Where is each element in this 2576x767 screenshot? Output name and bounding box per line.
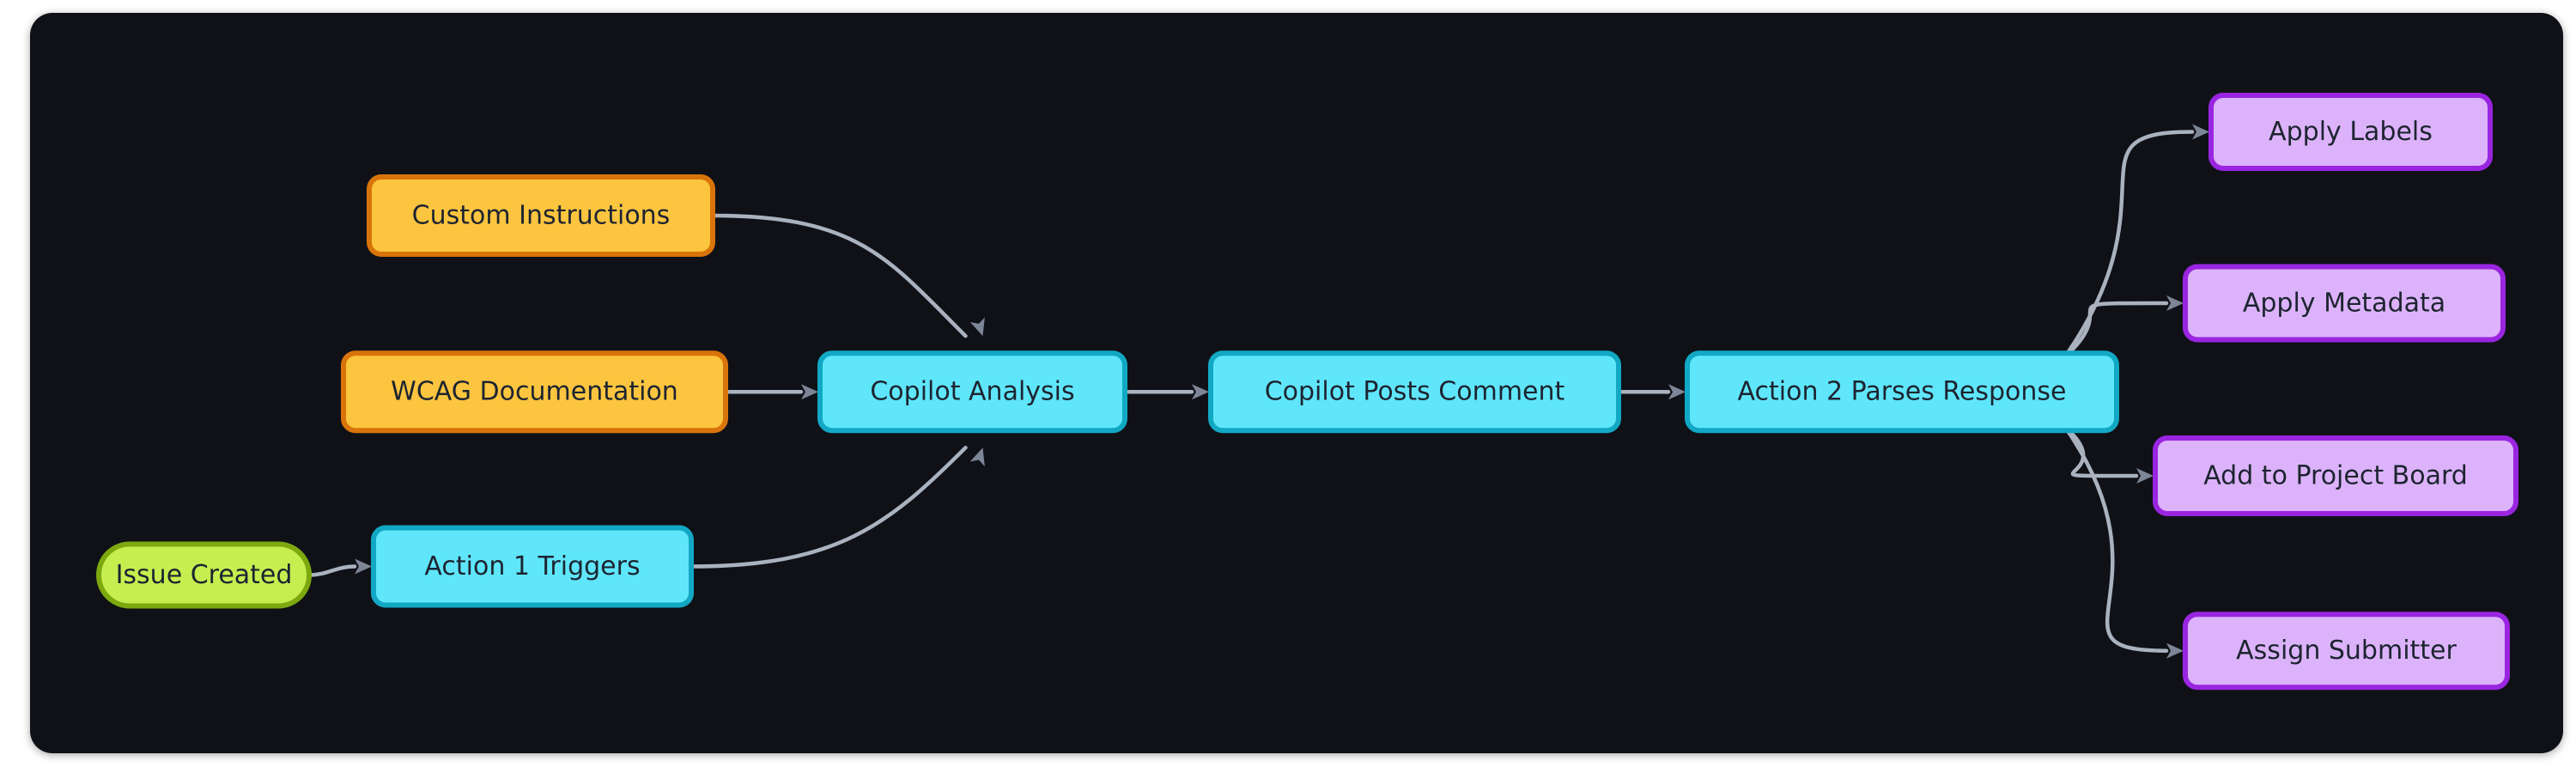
node-action1[interactable]: Action 1 Triggers [371, 525, 694, 608]
node-label-copilot_analysis: Copilot Analysis [870, 377, 1074, 407]
edge-action2-to-project_board [2063, 424, 2139, 478]
node-shape-wcag_docs [341, 350, 728, 434]
node-custom_inst[interactable]: Custom Instructions [367, 174, 715, 257]
node-apply_labels[interactable]: Apply Labels [2208, 93, 2493, 171]
edges-layer [307, 124, 2209, 659]
node-shape-copilot_posts [1208, 350, 1621, 434]
node-action2[interactable]: Action 2 Parses Response [1685, 350, 2119, 434]
node-shape-copilot_analysis [817, 350, 1127, 434]
node-label-copilot_posts: Copilot Posts Comment [1265, 377, 1565, 407]
edge-arrowhead [969, 447, 985, 467]
node-wcag_docs[interactable]: WCAG Documentation [341, 350, 728, 434]
node-label-custom_inst: Custom Instructions [412, 201, 671, 231]
node-shape-action1 [371, 525, 694, 608]
node-copilot_posts[interactable]: Copilot Posts Comment [1208, 350, 1621, 434]
edge-arrowhead [2192, 124, 2209, 140]
node-label-apply_metadata: Apply Metadata [2243, 289, 2445, 319]
edge-action2-to-assign_submitter [2063, 424, 2169, 653]
edge-arrowhead [969, 317, 985, 337]
node-label-issue_created: Issue Created [116, 560, 293, 590]
node-copilot_analysis[interactable]: Copilot Analysis [817, 350, 1127, 434]
edge-arrowhead [2166, 295, 2184, 311]
node-shape-custom_inst [367, 174, 715, 257]
edge-action1-to-copilot_analysis [689, 445, 968, 569]
node-shape-action2 [1685, 350, 2119, 434]
edge-action2-to-apply_labels [2063, 130, 2195, 359]
flowchart-svg: Issue Created Action 1 Triggers Custom Ins… [96, 93, 2518, 691]
edge-arrowhead [801, 384, 818, 400]
node-label-project_board: Add to Project Board [2203, 461, 2468, 491]
diagram-canvas: Issue Created Action 1 Triggers Custom Ins… [30, 13, 2563, 753]
nodes-layer: Issue Created Action 1 Triggers Custom Ins… [96, 93, 2518, 691]
node-assign_submitter[interactable]: Assign Submitter [2183, 612, 2510, 691]
node-apply_metadata[interactable]: Apply Metadata [2183, 264, 2506, 343]
node-project_board[interactable]: Add to Project Board [2153, 435, 2518, 516]
node-issue_created[interactable]: Issue Created [96, 541, 312, 609]
node-shape-apply_labels [2208, 93, 2493, 171]
edge-custom_inst-to-copilot_analysis [710, 213, 968, 338]
node-label-wcag_docs: WCAG Documentation [391, 377, 678, 407]
edge-arrowhead [355, 558, 372, 575]
edge-arrowhead [2166, 642, 2184, 659]
node-label-apply_labels: Apply Labels [2269, 117, 2433, 147]
edge-arrowhead [2136, 468, 2154, 484]
node-shape-project_board [2153, 435, 2518, 516]
node-shape-assign_submitter [2183, 612, 2510, 691]
node-label-action2: Action 2 Parses Response [1738, 377, 2067, 407]
edge-arrowhead [1668, 384, 1686, 400]
node-shape-apply_metadata [2183, 264, 2506, 343]
edge-issue_created-to-action1 [307, 564, 357, 577]
edge-arrowhead [1192, 384, 1209, 400]
node-shape-issue_created [96, 541, 312, 609]
node-label-action1: Action 1 Triggers [424, 551, 640, 581]
edge-action2-to-apply_metadata [2063, 301, 2169, 359]
node-label-assign_submitter: Assign Submitter [2236, 636, 2457, 666]
